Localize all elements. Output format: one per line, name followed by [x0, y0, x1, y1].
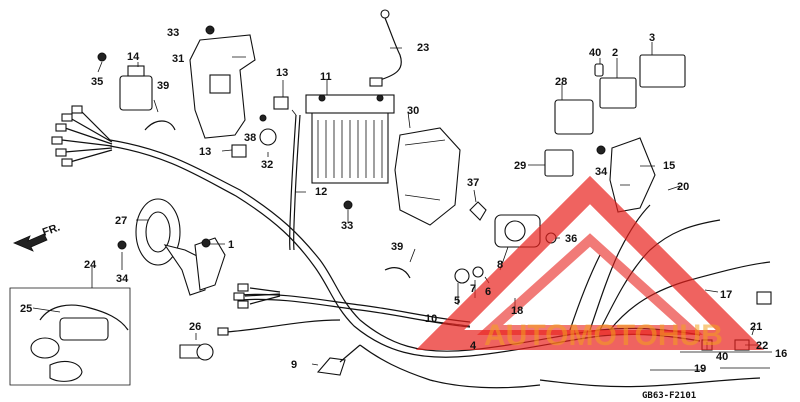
part-label: 13 — [199, 146, 211, 158]
part-label: 34 — [116, 273, 129, 285]
part-label: 21 — [750, 321, 762, 333]
watermark-logo: AUTOMOTOHUB — [415, 175, 765, 352]
part-label: 16 — [775, 348, 787, 360]
part-label: 7 — [470, 283, 476, 295]
center-connector-bundle — [217, 283, 281, 336]
part-label: 39 — [391, 241, 403, 253]
part-label: 34 — [595, 166, 608, 178]
part-label: 38 — [244, 132, 256, 144]
left-connector-bundle — [51, 105, 113, 167]
part-label: 26 — [189, 321, 201, 333]
part-label: 8 — [497, 259, 503, 271]
part-label: 13 — [276, 67, 288, 79]
ignition-switch-part — [9, 287, 131, 386]
relay-group — [544, 54, 686, 177]
part-label: 6 — [485, 286, 491, 298]
part-labels: 1 2 3 4 5 6 7 8 9 10 11 12 13 13 14 15 1… — [20, 27, 787, 375]
part-label: 9 — [291, 359, 297, 371]
part-label: 22 — [756, 340, 768, 352]
part-label: 12 — [315, 186, 327, 198]
part-label: 40 — [716, 351, 728, 363]
part-label: 10 — [425, 313, 437, 325]
part-label: 29 — [514, 160, 526, 172]
horn-part — [135, 198, 206, 296]
watermark-text: AUTOMOTOHUB — [484, 319, 723, 352]
part-label: 25 — [20, 303, 32, 315]
part-label: 30 — [407, 105, 419, 117]
key-part — [179, 343, 214, 361]
part-label: 23 — [417, 42, 429, 54]
part-label: 37 — [467, 177, 479, 189]
front-direction-label: FR. — [41, 221, 62, 238]
part-label: 2 — [612, 47, 618, 59]
part-label: 14 — [127, 51, 140, 63]
part-label: 18 — [511, 305, 523, 317]
part-label: 28 — [555, 76, 567, 88]
part-label: 31 — [172, 53, 184, 65]
front-direction-indicator: FR. — [12, 221, 62, 252]
relay-14-part — [119, 65, 153, 111]
part-label: 36 — [565, 233, 577, 245]
part-label: 11 — [320, 71, 332, 83]
part-label: 4 — [470, 340, 477, 352]
part-label: 32 — [261, 159, 273, 171]
part-label: 17 — [720, 289, 732, 301]
part-label: 35 — [91, 76, 103, 88]
battery-bracket-part — [189, 25, 256, 139]
ground-wire-part — [369, 9, 402, 87]
part-label: 24 — [84, 259, 97, 271]
part-label: 20 — [677, 181, 689, 193]
part-label: 39 — [157, 80, 169, 92]
part-label: 5 — [454, 295, 460, 307]
part-label: 27 — [115, 215, 127, 227]
part-label: 19 — [694, 363, 706, 375]
part-label: 33 — [167, 27, 179, 39]
switch-1-part — [194, 237, 226, 291]
bracket-15-part — [609, 137, 656, 213]
battery-cover-part — [394, 127, 461, 226]
part-label: 15 — [663, 160, 675, 172]
part-label: 40 — [589, 47, 601, 59]
tube-part — [288, 114, 301, 251]
part-label: 3 — [649, 32, 655, 44]
drawing-code: GB63-F2101 — [642, 391, 696, 401]
plug-cap-part — [316, 344, 361, 376]
battery-part — [305, 94, 395, 184]
part-label: 33 — [341, 220, 353, 232]
part-label: 1 — [228, 239, 234, 251]
